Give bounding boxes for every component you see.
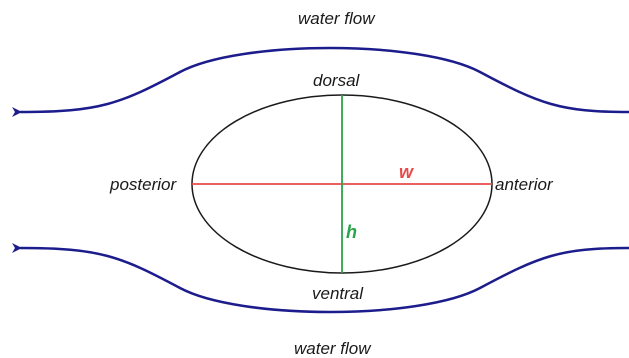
bottom-water-flow-label: water flow <box>294 339 371 358</box>
bottom-water-flow-line <box>11 242 629 314</box>
dorsal-label: dorsal <box>313 71 360 90</box>
ventral-label: ventral <box>312 284 364 303</box>
width-label: w <box>399 162 414 182</box>
top-water-flow-line <box>11 46 629 118</box>
top-water-flow-label: water flow <box>298 9 375 28</box>
anterior-label: anterior <box>495 175 553 194</box>
posterior-label: posterior <box>110 175 177 194</box>
height-label: h <box>346 222 357 242</box>
